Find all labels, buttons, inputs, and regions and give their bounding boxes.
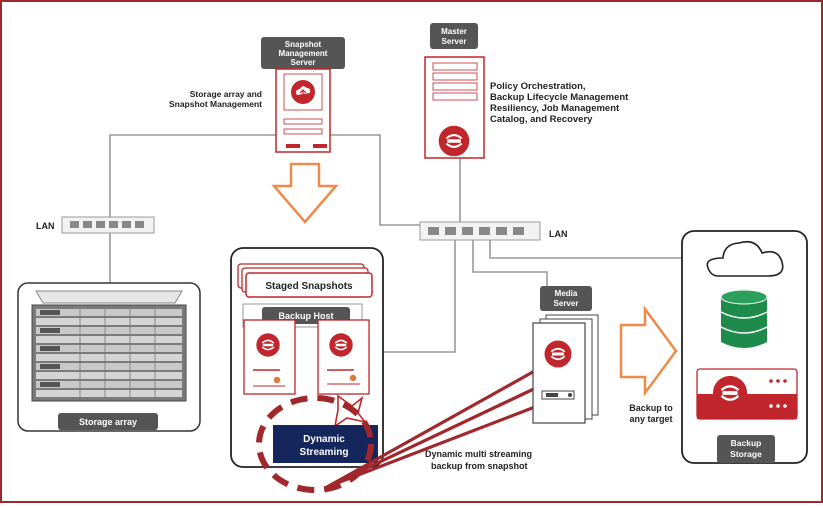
backup-to-target-1: Backup to xyxy=(629,403,673,413)
lan-left-label: LAN xyxy=(36,221,55,231)
snapshot-mgmt-server: Snapshot Management Server xyxy=(261,37,345,153)
storage-array-mgmt-text-1: Storage array and xyxy=(190,89,262,99)
master-roles-1: Policy Orchestration, xyxy=(490,81,586,92)
backup-logo-icon xyxy=(437,124,471,158)
snapshot-mgmt-server-label-2: Management xyxy=(279,49,328,58)
backup-host-label: Backup Host xyxy=(278,311,333,321)
lan-right-label: LAN xyxy=(549,229,568,239)
master-server-label-1: Master xyxy=(441,27,467,36)
media-server: Media Server xyxy=(532,286,599,424)
backup-storage-label-2: Storage xyxy=(730,449,762,459)
dynamic-streaming-label-1: Dynamic xyxy=(303,434,345,445)
media-server-label-2: Server xyxy=(554,299,579,308)
hollow-arrow-icon xyxy=(619,305,678,397)
streaming-dashed-circle xyxy=(256,395,374,493)
dynamic-streaming-label-2: Streaming xyxy=(300,447,349,458)
snapshot-mgmt-server-label-1: Snapshot xyxy=(285,40,322,49)
backup-storage: Backup Storage xyxy=(681,230,808,464)
hollow-arrow-icon xyxy=(271,162,339,224)
dynamic-multi-text-1: Dynamic multi streaming xyxy=(425,449,532,459)
backup-logo-icon xyxy=(543,339,573,369)
database-icon xyxy=(720,289,768,348)
dynamic-multi-text-2: backup from snapshot xyxy=(431,461,528,471)
master-roles-3: Resiliency, Job Management xyxy=(490,103,620,114)
snapshot-mgmt-server-label-3: Server xyxy=(291,58,316,67)
master-roles-4: Catalog, and Recovery xyxy=(490,114,593,125)
backup-logo-icon xyxy=(255,332,281,358)
storage-array-mgmt-text-2: Snapshot Management xyxy=(169,99,262,109)
streaming-arrows xyxy=(326,366,542,489)
media-server-label-1: Media xyxy=(555,289,578,298)
staged-snapshots-label: Staged Snapshots xyxy=(265,281,353,292)
network-switch-icon xyxy=(419,221,541,241)
server-rack-icon xyxy=(31,304,187,402)
network-switch-icon xyxy=(61,216,155,234)
backup-logo-icon xyxy=(328,332,354,358)
master-server: Master Server xyxy=(424,23,485,159)
backup-logo-icon xyxy=(711,374,749,412)
backup-to-target-2: any target xyxy=(629,414,672,424)
master-server-label-2: Server xyxy=(442,37,467,46)
connection-lines xyxy=(109,134,682,353)
backup-host-group: Staged Snapshots Backup Host Dynamic Str… xyxy=(230,247,384,468)
master-roles-2: Backup Lifecycle Management xyxy=(490,92,629,103)
storage-array-label: Storage array xyxy=(79,417,137,427)
backup-storage-label-1: Backup xyxy=(731,438,762,448)
storage-array: Storage array xyxy=(17,282,201,432)
cloud-icon xyxy=(706,240,784,277)
